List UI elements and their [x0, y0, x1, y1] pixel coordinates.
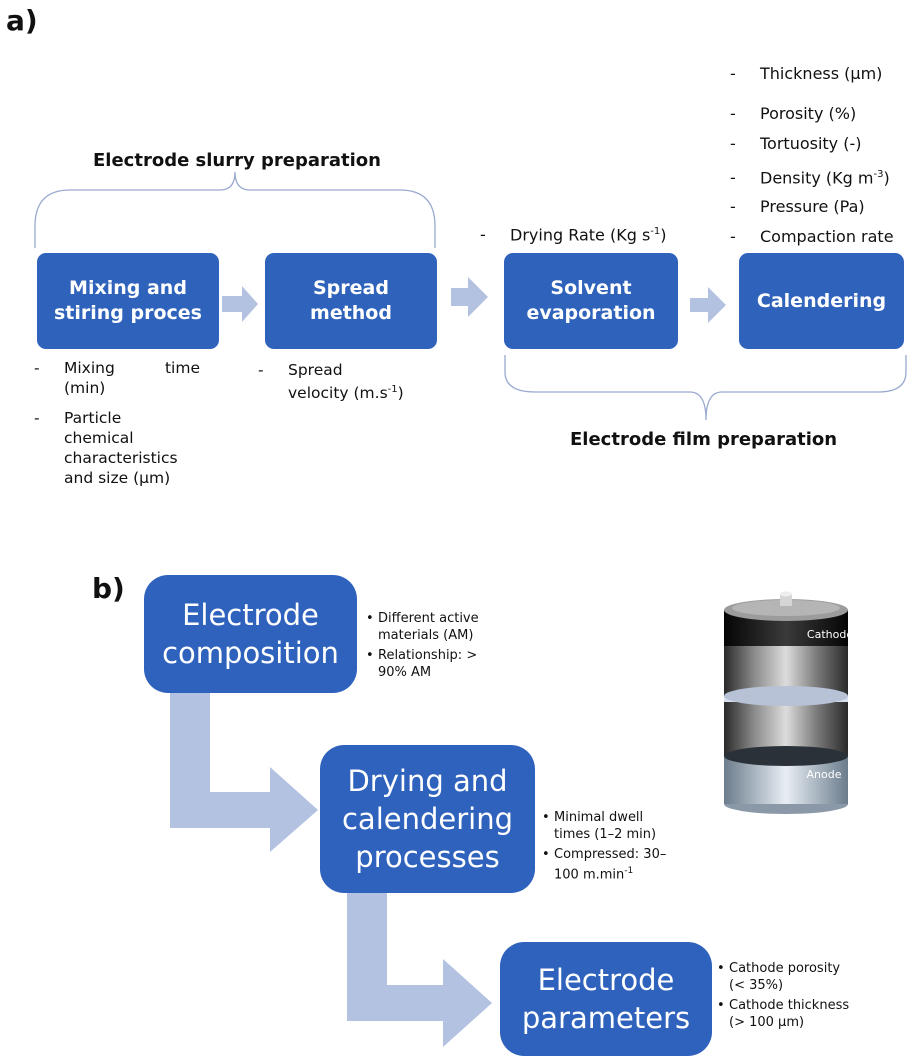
- bullet-item: •Compressed: 30–100 m.min-1: [542, 847, 667, 883]
- box-mixing-label: Mixing and stiring proces: [53, 277, 202, 324]
- box-drying-calendering-label: Drying and calendering processes: [341, 764, 513, 874]
- cal-param-tortuosity: -Tortuosity (-): [730, 134, 862, 153]
- panel-b-label: b): [92, 572, 125, 605]
- bullets-composition: •Different active materials (AM) •Relati…: [366, 610, 506, 684]
- arrow-3: [690, 287, 726, 323]
- box-solvent-label: Solvent evaporation: [526, 277, 656, 324]
- slurry-brace: [34, 171, 436, 248]
- cal-param-porosity: -Porosity (%): [730, 104, 857, 123]
- cathode-label: Cathode: [807, 628, 853, 641]
- cell-terminal: [780, 594, 792, 606]
- box-mixing: Mixing and stiring proces: [37, 253, 219, 349]
- battery-cell-illustration: Cathode Anode: [724, 591, 853, 814]
- box-calendering-label: Calendering: [756, 289, 887, 312]
- box-drying-calendering: Drying and calendering processes: [320, 745, 535, 893]
- anode-label: Anode: [807, 768, 842, 781]
- cal-param-compaction: -Compaction rate: [730, 227, 894, 246]
- separator-disk: [724, 686, 848, 706]
- arrow-2: [451, 277, 488, 317]
- box-solvent: Solvent evaporation: [504, 253, 678, 349]
- panel-a-graphics: [34, 171, 907, 421]
- box-electrode-composition: Electrode composition: [144, 575, 357, 693]
- group-title-film: Electrode film preparation: [570, 429, 838, 450]
- panel-a-label: a): [6, 4, 38, 37]
- group-title-slurry: Electrode slurry preparation: [93, 150, 381, 171]
- bent-arrow-2: [347, 887, 492, 1047]
- arrow-1: [222, 286, 258, 322]
- mixing-param-particle: - Particle: [34, 409, 122, 427]
- bullet-item: •Minimal dwell times (1–2 min): [542, 810, 657, 842]
- cal-param-density: -Density (Kg m-3): [730, 168, 890, 188]
- bullets-parameters: •Cathode porosity (< 35%) •Cathode thick…: [717, 960, 857, 1034]
- panel-b-arrows: [170, 692, 492, 1047]
- cal-param-pressure: -Pressure (Pa): [730, 197, 865, 216]
- spread-params: - Spread velocity (m.s-1): [258, 361, 404, 403]
- box-spread: Spread method: [265, 253, 437, 349]
- box-calendering: Calendering: [739, 253, 904, 349]
- bullet-item: •Cathode thickness (> 100 μm): [717, 998, 850, 1030]
- box-electrode-parameters-label: Electrode parameters: [521, 963, 691, 1035]
- bullets-drying: •Minimal dwell times (1–2 min) •Compress…: [542, 809, 682, 886]
- bent-arrow-1: [170, 692, 318, 852]
- mixing-param-time: - Mixing time: [34, 359, 200, 377]
- film-brace: [504, 355, 907, 421]
- mixing-params: - Mixing time (min) - Particle chemical …: [34, 359, 200, 487]
- cal-param-thickness: -Thickness (μm): [730, 64, 883, 83]
- drying-rate-param: -Drying Rate (Kg s-1): [480, 225, 667, 245]
- bullet-item: •Cathode porosity (< 35%): [717, 961, 841, 993]
- box-electrode-composition-label: Electrode composition: [162, 598, 339, 670]
- bullet-item: •Different active materials (AM): [366, 611, 479, 643]
- bullet-item: •Relationship: > 90% AM: [366, 648, 478, 680]
- box-electrode-parameters: Electrode parameters: [500, 942, 712, 1056]
- box-spread-label: Spread method: [310, 277, 392, 324]
